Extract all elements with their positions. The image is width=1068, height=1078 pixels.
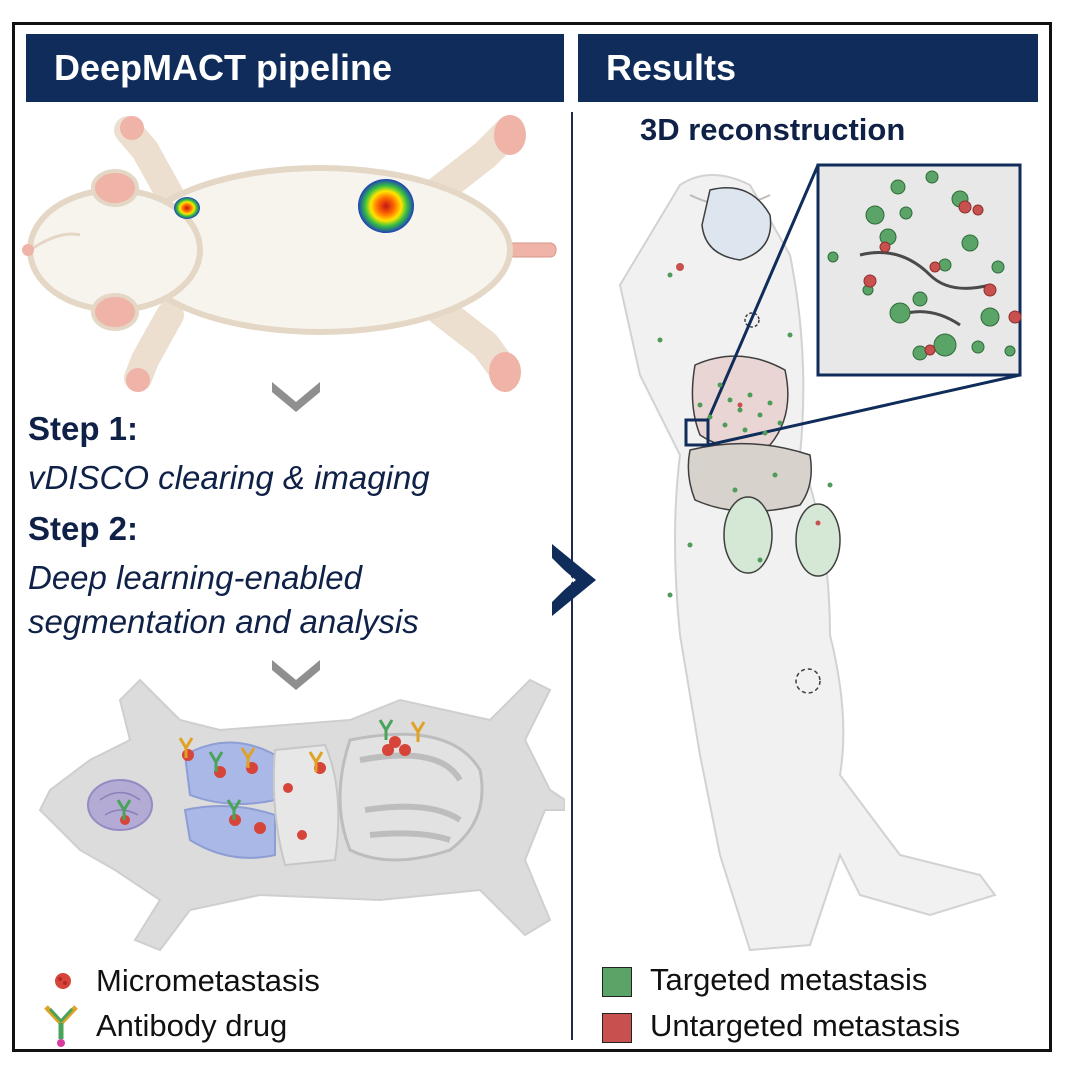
step2-title: Step 2: — [28, 510, 139, 547]
untargeted-swatch — [602, 1013, 632, 1043]
targeted-swatch — [602, 967, 632, 997]
anatomy-illustration — [38, 678, 565, 952]
reconstruction-title: 3D reconstruction — [640, 112, 906, 147]
step2-description-line1: Deep learning-enabled — [28, 559, 362, 596]
antibody-icon — [44, 1005, 78, 1047]
step1-description: vDISCO clearing & imaging — [28, 459, 430, 496]
chevron-down-icon — [272, 658, 320, 690]
step2-description-line2: segmentation and analysis — [28, 603, 419, 640]
chevron-right-icon — [548, 544, 596, 616]
pipeline-header: DeepMACT pipeline — [26, 34, 564, 102]
chevron-down-icon — [272, 380, 320, 412]
results-header: Results — [578, 34, 1038, 102]
step1-title: Step 1: — [28, 410, 139, 447]
mouse-illustration — [22, 115, 557, 392]
legend-targeted-label: Targeted metastasis — [650, 962, 928, 997]
legend-micrometastasis-label: Micrometastasis — [96, 963, 320, 998]
reconstruction-image — [618, 163, 1022, 952]
legend-untargeted-label: Untargeted metastasis — [650, 1008, 961, 1043]
legend-antibody-label: Antibody drug — [96, 1008, 288, 1043]
micrometastasis-icon — [55, 973, 71, 989]
